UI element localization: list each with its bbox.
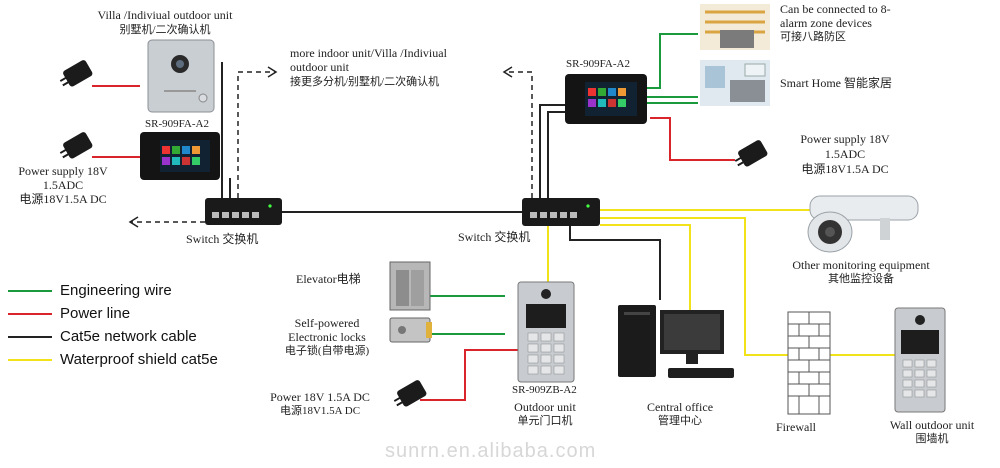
more-indoor-line1: more indoor unit/Villa /Indiviual — [290, 46, 447, 60]
other-monitoring-line2: 其他监控设备 — [828, 273, 894, 285]
villa-outdoor-title: Villa /Indiviual outdoor unit — [97, 8, 233, 22]
elevator-label: Elevator电梯 — [296, 272, 361, 286]
central-office-line1: Central office — [646, 400, 714, 414]
smart-home-label: Smart Home 智能家居 — [780, 76, 892, 90]
alarm-zone-line2: alarm zone devices — [780, 16, 872, 30]
cat5e-wires — [221, 62, 661, 300]
outdoor-unit-model: SR-909ZB-A2 — [512, 384, 577, 396]
firewall-image — [787, 311, 831, 415]
alarm-zone-line1: Can be connected to 8- — [780, 2, 891, 16]
indoor-monitor-left — [140, 132, 220, 180]
more-indoor-line3: 接更多分机/别墅机/二次确认机 — [290, 76, 440, 88]
arrow-head-more-left — [267, 66, 278, 78]
central-office-computer — [618, 305, 734, 378]
legend-lines — [8, 290, 52, 361]
outdoor-unit-line1: Outdoor unit — [514, 400, 576, 414]
power-adapter-icon-bottom — [393, 380, 427, 407]
locks-line3: 电子锁(自带电源) — [284, 345, 370, 357]
left-monitor-model: SR-909FA-A2 — [145, 118, 209, 130]
switch-right-device — [522, 198, 600, 226]
power-supply-right-line1: Power supply 18V — [800, 132, 890, 146]
villa-outdoor-unit — [147, 39, 215, 113]
locks-line1: Self-powered — [294, 316, 360, 330]
waterproof-wires — [547, 209, 895, 360]
locks-line2: Electronic locks — [288, 330, 366, 344]
power-supply-right-line3: 电源18V1.5A DC — [801, 162, 889, 176]
power-adapter-icon-right — [734, 140, 768, 167]
alarm-zone-devices-image — [700, 4, 770, 50]
power-adapter-icons — [59, 60, 768, 407]
more-indoor-line2: outdoor unit — [290, 60, 349, 74]
wall-outdoor-unit-panel — [894, 307, 946, 413]
elevator-image — [389, 261, 431, 311]
right-switch-to-monitor-cable-2 — [547, 111, 565, 198]
engineering-wires — [430, 33, 698, 335]
power-outdoor-line — [420, 349, 520, 401]
right-switch-to-monitor-cable — [539, 104, 565, 198]
switch-to-firewall-cable — [600, 217, 790, 356]
smart-home-image — [700, 60, 770, 106]
alarm-wire — [646, 33, 698, 89]
switch-left-label: Switch 交换机 — [186, 232, 259, 246]
switch-right-label: Switch 交换机 — [458, 230, 531, 244]
power-supply-left-line3: 电源18V1.5A DC — [19, 192, 107, 206]
power-adapter-icon-villa — [59, 60, 93, 87]
outdoor-unit-line2: 单元门口机 — [517, 415, 573, 427]
dashed-extension-cables — [130, 71, 533, 223]
power-adapter-icon-left — [59, 132, 93, 159]
power-bottom-line1: Power 18V 1.5A DC — [270, 390, 370, 404]
electronic-lock-image — [389, 317, 432, 343]
arrow-head-switch-out — [128, 216, 139, 228]
right-to-more-dashed — [505, 71, 533, 198]
right-monitor-model: SR-909FA-A2 — [566, 58, 630, 70]
indoor-monitor-right — [565, 74, 647, 124]
switch-left-device — [205, 198, 282, 225]
switch-to-central-cable — [569, 226, 661, 300]
watermark: sunrn.en.alibaba.com — [385, 440, 597, 462]
power-bottom-line2: 电源18V1.5A DC — [279, 405, 361, 417]
legend-engineering-label: Engineering wire — [60, 282, 172, 299]
legend-power-label: Power line — [60, 305, 131, 322]
wall-outdoor-line1: Wall outdoor unit — [889, 418, 975, 432]
other-monitoring-line1: Other monitoring equipment — [792, 258, 930, 272]
alarm-zone-line3: 可接八路防区 — [780, 31, 846, 43]
legend-cat5e-label: Cat5e network cable — [60, 328, 197, 345]
outdoor-unit-panel — [517, 281, 575, 383]
power-right-monitor-line — [650, 117, 735, 161]
arrow-head-more-right — [502, 66, 513, 78]
legend-waterproof-label: Waterproof shield cat5e — [60, 351, 218, 368]
power-lines — [92, 85, 735, 401]
wall-outdoor-line2: 围墙机 — [915, 433, 949, 445]
power-supply-right-line2: 1.5ADC — [824, 147, 866, 161]
surveillance-camera — [807, 195, 919, 253]
villa-outdoor-title-cn: 别墅机/二次确认机 — [119, 24, 211, 36]
power-supply-left-line1: Power supply 18V — [18, 164, 108, 178]
power-supply-left-line2: 1.5ADC — [42, 178, 84, 192]
left-to-more-dashed — [237, 71, 275, 198]
firewall-label: Firewall — [776, 420, 816, 434]
central-office-line2: 管理中心 — [658, 415, 702, 427]
